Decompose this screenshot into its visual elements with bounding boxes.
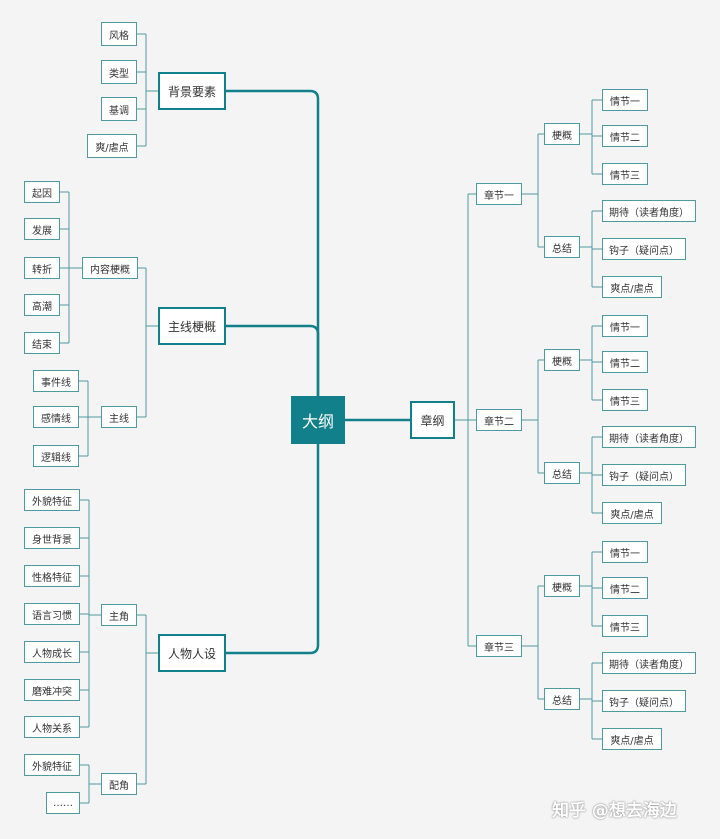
- leaf-mainline-1: 感情线: [33, 406, 79, 428]
- leaf-mainline-0: 事件线: [33, 370, 79, 392]
- node-chapter-3-summary: 总结: [544, 688, 580, 710]
- node-chapter-1-summary: 总结: [544, 236, 580, 258]
- leaf-summary-4: 结束: [24, 332, 60, 354]
- leaf-ch2-summary-0: 期待（读者角度）: [602, 426, 696, 448]
- node-chapter-1-outline: 梗概: [544, 123, 580, 145]
- connector-line: [226, 89, 320, 396]
- leaf-protagonist-3: 语言习惯: [24, 603, 80, 625]
- topic-plot: 主线梗概: [158, 307, 226, 345]
- leaf-protagonist-2: 性格特征: [24, 565, 80, 587]
- leaf-supporting-0: 外貌特征: [24, 754, 80, 776]
- leaf-ch1-plot-2: 情节三: [602, 163, 648, 185]
- leaf-protagonist-0: 外貌特征: [24, 489, 80, 511]
- leaf-background-0: 风格: [101, 22, 137, 46]
- leaf-protagonist-5: 磨难冲突: [24, 679, 80, 701]
- leaf-ch3-plot-1: 情节二: [602, 577, 648, 599]
- leaf-summary-1: 发展: [24, 218, 60, 240]
- leaf-ch2-plot-0: 情节一: [602, 315, 648, 337]
- leaf-supporting-1: ……: [46, 792, 80, 814]
- topic-background: 背景要素: [158, 72, 226, 110]
- node-chapter-2: 章节二: [476, 409, 522, 431]
- topic-chapter-outline: 章纲: [410, 401, 455, 439]
- leaf-ch2-plot-1: 情节二: [602, 351, 648, 373]
- leaf-ch1-summary-2: 爽点/虐点: [602, 276, 662, 298]
- leaf-ch2-summary-2: 爽点/虐点: [602, 502, 662, 524]
- leaf-ch3-summary-2: 爽点/虐点: [602, 728, 662, 750]
- leaf-ch1-summary-0: 期待（读者角度）: [602, 200, 696, 222]
- node-chapter-1: 章节一: [476, 183, 522, 205]
- leaf-ch2-summary-1: 钩子（疑问点）: [602, 464, 686, 486]
- leaf-background-3: 爽/虐点: [87, 134, 137, 158]
- node-chapter-3: 章节三: [476, 635, 522, 657]
- node-protagonist: 主角: [101, 604, 137, 626]
- leaf-protagonist-6: 人物关系: [24, 716, 80, 738]
- leaf-summary-3: 高潮: [24, 294, 60, 316]
- leaf-ch1-plot-0: 情节一: [602, 89, 648, 111]
- leaf-protagonist-4: 人物成长: [24, 641, 80, 663]
- leaf-ch1-summary-1: 钩子（疑问点）: [602, 238, 686, 260]
- leaf-ch3-plot-2: 情节三: [602, 615, 648, 637]
- leaf-background-2: 基调: [101, 97, 137, 121]
- node-chapter-2-summary: 总结: [544, 462, 580, 484]
- leaf-ch3-summary-0: 期待（读者角度）: [602, 652, 696, 674]
- watermark: 知乎 @想去海边: [552, 801, 677, 821]
- leaf-mainline-2: 逻辑线: [33, 445, 79, 467]
- topic-characters: 人物人设: [158, 634, 226, 672]
- node-supporting: 配角: [101, 773, 137, 795]
- leaf-ch1-plot-1: 情节二: [602, 125, 648, 147]
- node-chapter-3-outline: 梗概: [544, 575, 580, 597]
- leaf-ch2-plot-2: 情节三: [602, 389, 648, 411]
- leaf-ch3-plot-0: 情节一: [602, 541, 648, 563]
- leaf-summary-0: 起因: [24, 181, 60, 203]
- connector-line: [226, 324, 320, 396]
- leaf-protagonist-1: 身世背景: [24, 527, 80, 549]
- leaf-summary-2: 转折: [24, 257, 60, 279]
- root-node: 大纲: [291, 396, 345, 444]
- leaf-background-1: 类型: [101, 60, 137, 84]
- leaf-ch3-summary-1: 钩子（疑问点）: [602, 690, 686, 712]
- node-chapter-2-outline: 梗概: [544, 349, 580, 371]
- node-content-summary: 内容梗概: [82, 257, 138, 279]
- node-mainline: 主线: [101, 406, 137, 428]
- connector-line: [226, 444, 320, 655]
